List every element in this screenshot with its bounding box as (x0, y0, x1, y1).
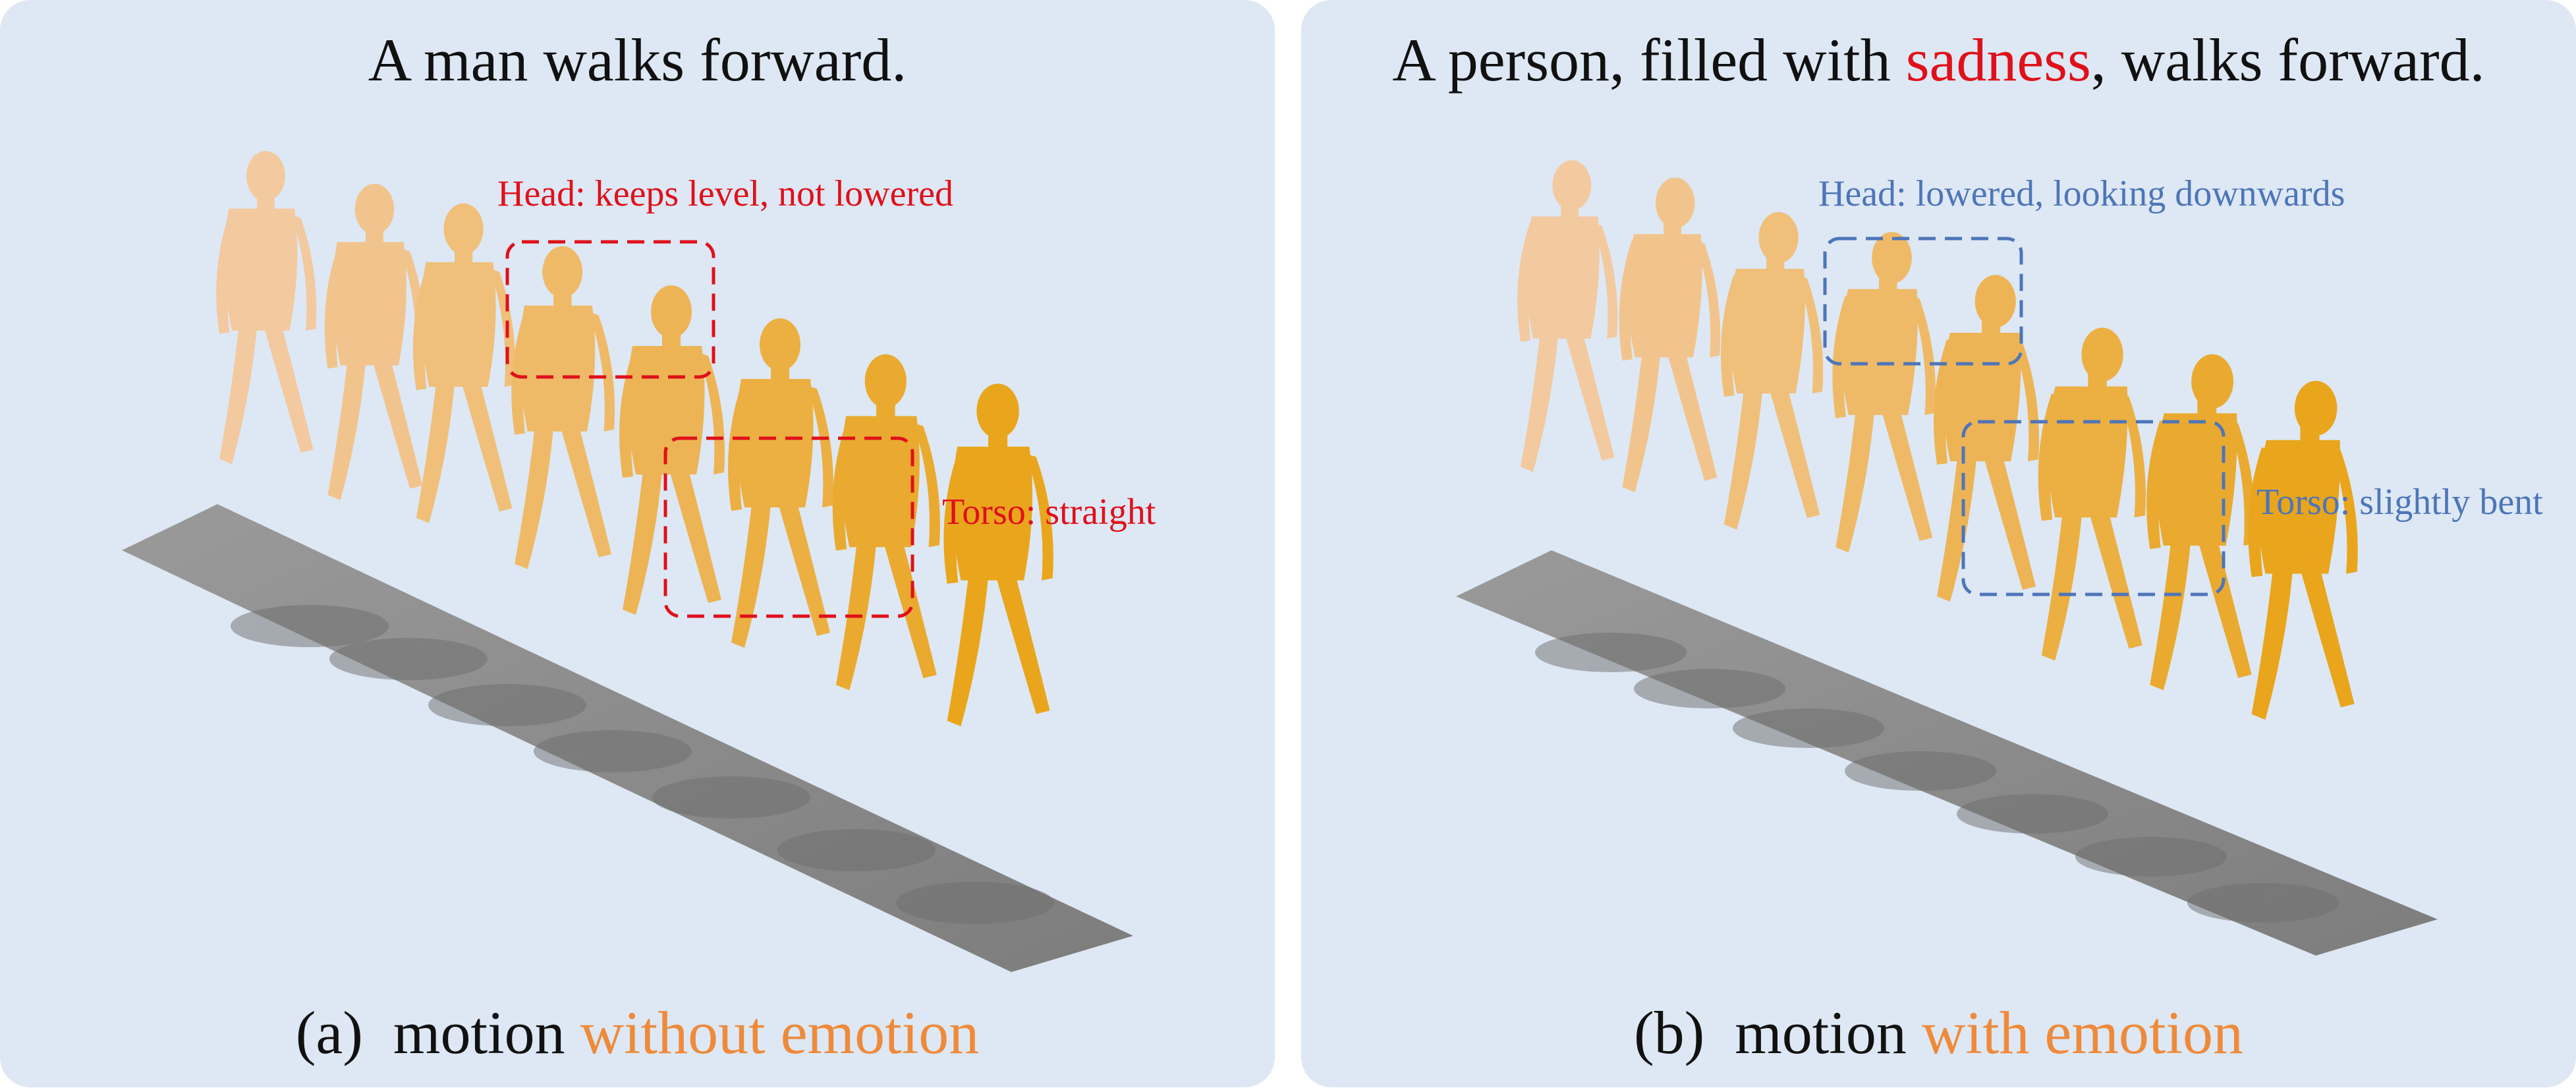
figure-head (542, 246, 583, 298)
figure-head (1872, 231, 1912, 284)
figure-head (246, 151, 285, 202)
walking-scene-sad (1456, 160, 2438, 956)
figure-head (864, 354, 907, 409)
walking-figure (2248, 380, 2358, 720)
torso-highlight-box (1961, 420, 2226, 596)
panel-with-emotion: A person, filled with sadness, walks for… (1301, 0, 2576, 1087)
figure-head (651, 285, 692, 338)
figure-head (760, 318, 800, 371)
walking-figure (1934, 275, 2039, 602)
title-start: A person, filled with (1392, 26, 1906, 94)
walking-figure (2146, 354, 2255, 691)
panel-a-caption: (a) motion without emotion (0, 998, 1275, 1068)
figure-head (1758, 212, 1799, 264)
panel-b-caption: (b) motion with emotion (1301, 998, 2576, 1068)
walking-figure (1619, 177, 1721, 492)
walking-figure (1720, 212, 1824, 530)
figure-head (2191, 354, 2233, 409)
walking-figure (2038, 328, 2146, 661)
torso-highlight-box (663, 436, 914, 618)
torso-annotation: Torso: straight (942, 492, 1156, 532)
figure-head (2081, 328, 2123, 382)
walking-figure (1517, 160, 1618, 473)
figure-head (976, 384, 1019, 439)
walking-figure (728, 318, 833, 648)
torso-annotation: Torso: slightly bent (2256, 482, 2543, 523)
caption-label-b: (b) (1633, 999, 1705, 1066)
figure-sequence (1517, 160, 2358, 720)
walking-figure (832, 354, 940, 691)
walking-figure (511, 246, 615, 569)
head-annotation: Head: keeps level, not lowered (497, 173, 953, 214)
figure-head (1552, 160, 1592, 211)
panel-b-title: A person, filled with sadness, walks for… (1301, 25, 2576, 95)
figure-head (443, 203, 484, 255)
figure-sequence (216, 151, 1053, 727)
walking-figure (324, 183, 426, 500)
head-highlight-box (1823, 237, 2023, 366)
caption-highlight-b: with emotion (1921, 999, 2244, 1066)
caption-plain-b: motion (1735, 999, 1907, 1066)
walking-figure (1832, 231, 1936, 553)
panel-without-emotion: A man walks forward. Head: keeps level, … (0, 0, 1275, 1087)
caption-plain-a: motion (393, 999, 565, 1066)
panel-a-title: A man walks forward. (368, 26, 907, 94)
title-emotion-word: sadness (1905, 26, 2091, 94)
title-end: , walks forward. (2090, 26, 2485, 94)
walking-figure (412, 203, 516, 523)
figure-head (2294, 380, 2338, 436)
shadows (231, 605, 1054, 924)
figure-head (1974, 275, 2016, 328)
head-annotation: Head: lowered, looking downwards (1818, 173, 2345, 214)
walking-figure (216, 151, 317, 465)
figure-head (354, 183, 395, 235)
shadows (1535, 633, 2339, 923)
head-highlight-box (505, 240, 715, 379)
walking-scene-neutral (122, 151, 1133, 972)
caption-label-a: (a) (295, 999, 363, 1066)
walking-figure (619, 285, 725, 615)
walking-figure (943, 384, 1053, 727)
caption-highlight-a: without emotion (580, 999, 980, 1066)
figure-head (1655, 177, 1695, 229)
